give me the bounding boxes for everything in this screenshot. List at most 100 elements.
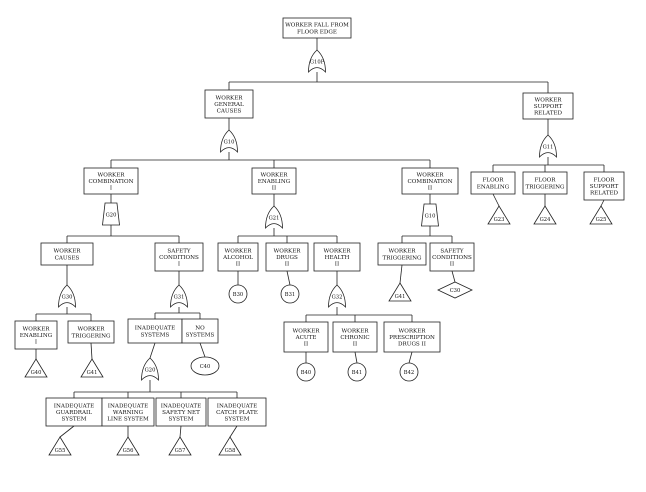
connector-line (451, 270, 456, 283)
leaf-label: G56 (123, 448, 134, 454)
and-gate-g20: G20 (102, 202, 120, 226)
event-label: GUARDRAIL (56, 410, 92, 416)
event-label: SYSTEM (225, 417, 250, 423)
event-label: WORKER (292, 328, 320, 334)
or-gate-g10: G10 (220, 129, 238, 153)
event-label: SYSTEMS (186, 332, 215, 338)
or-gate-g20b: G20 (141, 357, 159, 381)
event-label: CAUSES (55, 255, 80, 261)
event-label: TRIGGERING (526, 184, 565, 190)
event-label: WORKER (215, 95, 243, 101)
gate-label: G31 (174, 295, 185, 301)
event-label: WARNING (113, 410, 144, 416)
event-label: INADEQUATE (108, 403, 148, 409)
basic-event-circle-b31: B31 (280, 284, 300, 304)
leaf-label: G41 (87, 370, 98, 376)
transfer-triangle-g55: G55 (48, 436, 72, 456)
transfer-triangle-g25: G25 (589, 205, 613, 225)
event-label: SUPPORT (590, 184, 619, 190)
transfer-triangle-g58: G58 (218, 436, 242, 456)
event-label: INADEQUATE (217, 403, 257, 409)
event-label: II (450, 262, 454, 268)
event-label: II (285, 262, 289, 268)
connector-lines (35, 38, 605, 438)
basic-event-circle-b41: B41 (347, 362, 367, 382)
event-label: ALCOHOL (222, 255, 253, 261)
gate-label: G10P (310, 60, 325, 66)
event-label: FLOOR (535, 178, 557, 184)
or-gate-g21: G21 (265, 205, 283, 229)
event-label: FLOOR (483, 178, 505, 184)
event-label: NO (195, 326, 205, 332)
connector-line (59, 425, 75, 438)
or-gate-g11: G11 (539, 134, 557, 158)
leaf-label: B30 (233, 292, 243, 298)
or-gate-g30: G30 (58, 284, 76, 308)
leaf-label: G24 (540, 217, 551, 223)
event-label: WORKER (341, 328, 369, 334)
event-label: WORKER (22, 326, 50, 332)
gate-label: G11 (543, 145, 554, 151)
connector-line (199, 342, 206, 358)
event-label: TRIGGERING (383, 255, 422, 261)
leaf-label: B40 (301, 370, 311, 376)
event-label: CONDITIONS (159, 255, 199, 261)
event-label: LINE SYSTEM (107, 417, 149, 423)
connector-line (179, 425, 182, 438)
event-label: SYSTEMS (141, 332, 170, 338)
connector-line (600, 199, 605, 207)
event-label: WORKER (224, 248, 252, 254)
event-label: INADEQUATE (54, 403, 94, 409)
connector-line (90, 342, 93, 360)
event-label: WORKER (416, 172, 444, 178)
transfer-triangle-g56: G56 (116, 436, 140, 456)
gate-label: G20 (145, 368, 156, 374)
event-label: WORKER FALL FROM (285, 23, 349, 29)
gate-label: G20 (106, 213, 117, 219)
connector-line (229, 425, 238, 438)
or-gate-gtop: G10P (308, 49, 326, 73)
event-label: COMBINATION (89, 179, 134, 185)
transfer-triangle-g41b: G41 (388, 282, 412, 302)
event-label: CAUSES (217, 109, 242, 115)
event-label: HEALTH (325, 255, 350, 261)
connector-line (408, 351, 413, 364)
event-label: RELATED (534, 111, 563, 117)
connector-line (492, 193, 500, 207)
event-label: CONDITIONS (432, 255, 472, 261)
transfer-triangle-g23: G23 (487, 205, 511, 225)
event-label: INADEQUATE (135, 326, 175, 332)
leaf-label: G58 (225, 448, 236, 454)
event-label: DRUGS II (398, 342, 426, 348)
event-label: GENERAL (214, 102, 244, 108)
leaf-label: B41 (352, 370, 362, 376)
or-gate-g31: G31 (170, 284, 188, 308)
event-label: ENABLING (477, 184, 510, 190)
connector-line (354, 351, 358, 364)
basic-event-circle-b40: B40 (296, 362, 316, 382)
event-label: WORKER (97, 172, 125, 178)
event-label: RELATED (590, 191, 619, 197)
event-label: ENABLING (20, 333, 53, 339)
event-label: TRIGGERING (72, 333, 111, 339)
transfer-triangle-g41: G41 (80, 358, 104, 378)
event-label: ENABLING (258, 179, 291, 185)
event-label: SUPPORT (534, 104, 563, 110)
